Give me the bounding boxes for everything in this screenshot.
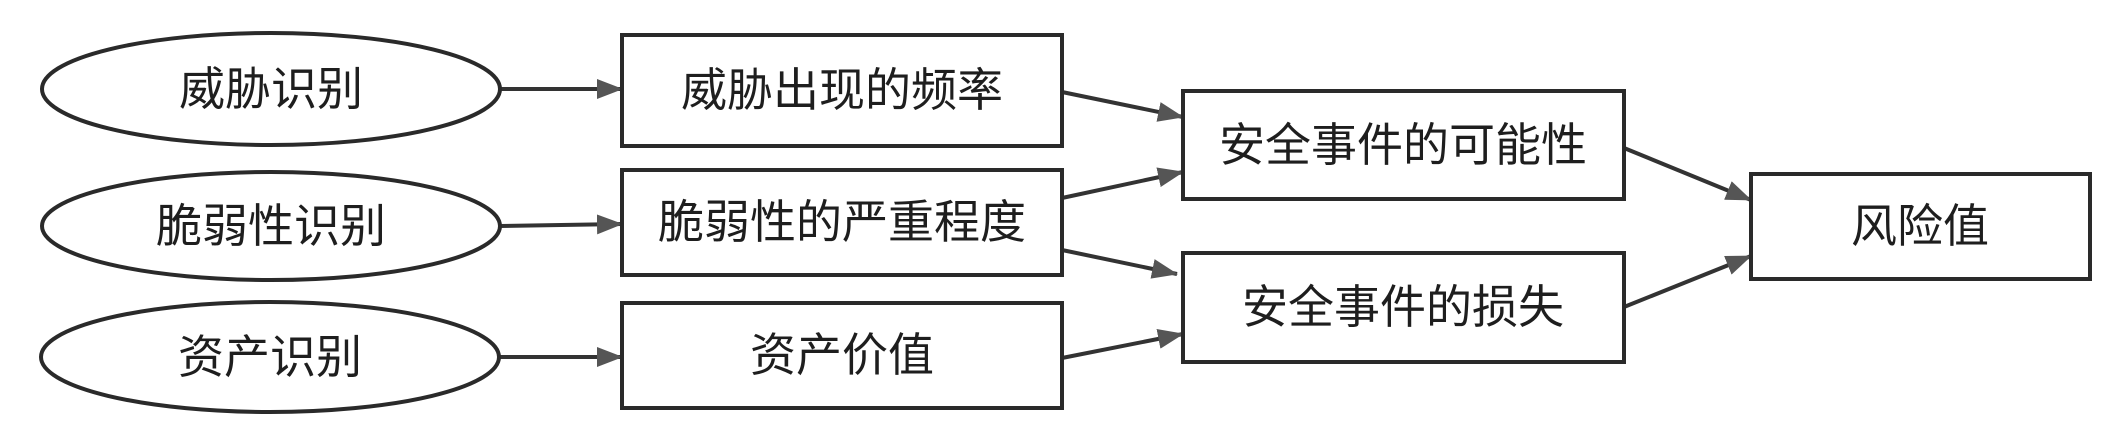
node-asset-identification: 资产识别 (39, 300, 501, 414)
rect-shape (620, 33, 1064, 148)
node-label: 风险值 (1851, 199, 1989, 253)
node-label: 脆弱性识别 (156, 199, 386, 253)
node-risk-value: 风险值 (1749, 172, 2092, 281)
node-vulnerability-identification: 脆弱性识别 (40, 170, 502, 282)
edge-event-likelihood-to-risk-value (1623, 146, 1752, 202)
rect-shape (1749, 172, 2092, 281)
node-label: 资产价值 (750, 328, 934, 382)
rect-shape (1181, 89, 1626, 201)
rect-shape (1181, 251, 1626, 364)
node-label: 安全事件的损失 (1242, 280, 1564, 334)
rect-shape (620, 168, 1064, 277)
node-label: 安全事件的可能性 (1219, 118, 1587, 172)
node-threat-identification: 威胁识别 (40, 31, 502, 147)
node-security-event-likelihood: 安全事件的可能性 (1181, 89, 1626, 201)
edge-vuln-id-to-vuln-severity (499, 214, 623, 235)
ellipse-shape (39, 300, 501, 414)
node-threat-frequency: 威胁出现的频率 (620, 33, 1064, 148)
edge-threat-freq-to-event-likelihood (1061, 90, 1184, 122)
ellipse-shape (40, 31, 502, 147)
node-vulnerability-severity: 脆弱性的严重程度 (620, 168, 1064, 277)
rect-shape (620, 301, 1064, 410)
edge-asset-value-to-event-loss (1061, 329, 1184, 360)
node-label: 威胁出现的频率 (681, 63, 1003, 117)
edge-vuln-severity-to-event-loss (1061, 248, 1178, 279)
node-security-event-loss: 安全事件的损失 (1181, 251, 1626, 364)
edge-vuln-severity-to-event-likelihood (1061, 167, 1184, 200)
node-label: 威胁识别 (179, 62, 363, 116)
ellipse-shape (40, 170, 502, 282)
edge-event-loss-to-risk-value (1623, 254, 1752, 309)
node-label: 脆弱性的严重程度 (658, 195, 1026, 249)
node-asset-value: 资产价值 (620, 301, 1064, 410)
edges (499, 79, 1752, 367)
node-label: 资产识别 (178, 330, 362, 384)
